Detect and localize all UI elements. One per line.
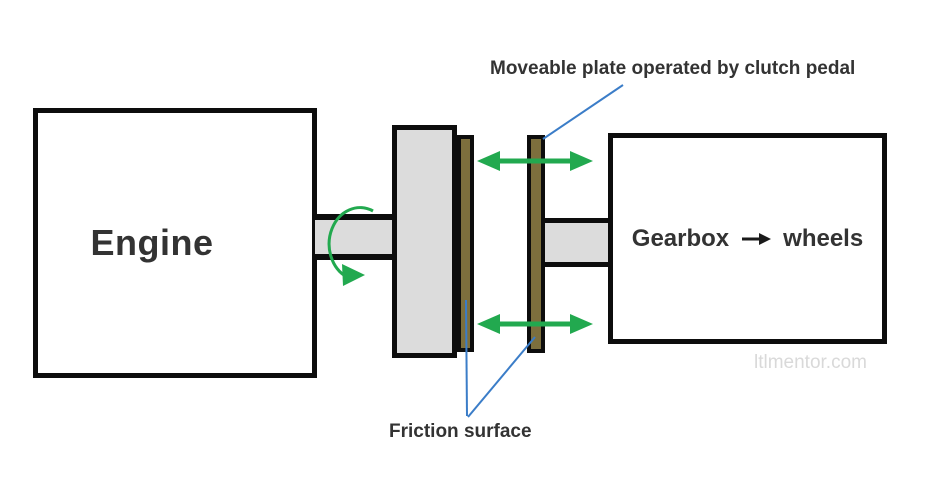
wheels-label: wheels (783, 224, 864, 252)
gearbox-label: Gearbox (631, 224, 730, 252)
rotation-arrowhead-icon (342, 264, 365, 286)
friction-surface-strip (457, 135, 474, 352)
flywheel-plate (392, 125, 457, 358)
friction-surface-label: Friction surface (389, 421, 532, 442)
engine-shaft (315, 214, 395, 260)
gearbox-shaft (545, 218, 610, 267)
engine-box: Engine (33, 108, 317, 378)
gearbox-content: Gearbox wheels (632, 225, 863, 253)
right-arrow-icon (742, 232, 772, 245)
engine-label: Engine (90, 222, 214, 263)
moveable-plate-leader-line (542, 84, 624, 140)
watermark: ltlmentor.com (754, 352, 867, 373)
moveable-plate-label: Moveable plate operated by clutch pedal (490, 58, 856, 79)
moveable-plate (527, 135, 545, 353)
friction-surface-leader-line-right (467, 336, 536, 418)
gearbox-box: Gearbox wheels (608, 133, 887, 344)
